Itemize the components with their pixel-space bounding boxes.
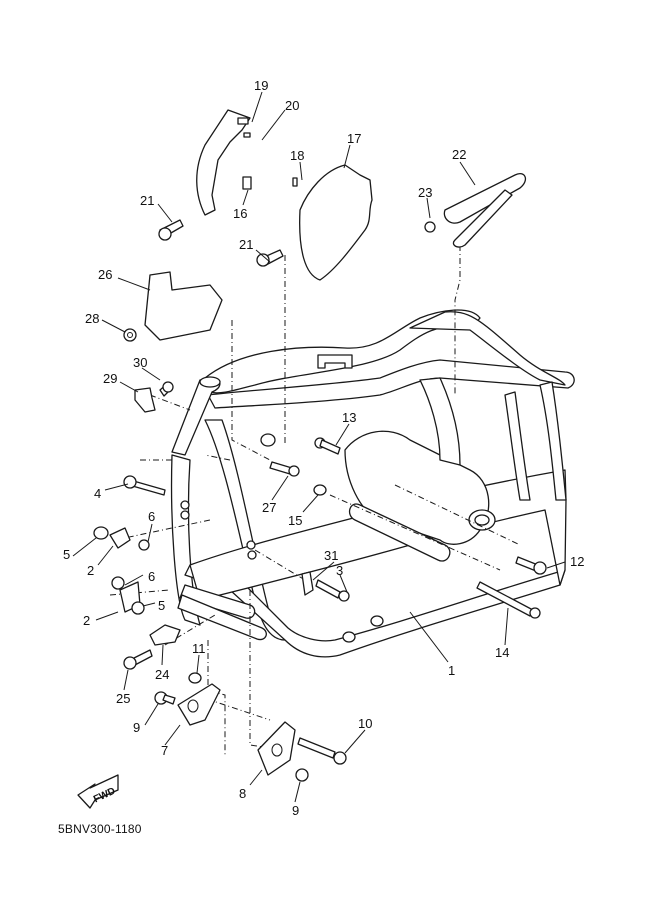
callout-12: 12 — [570, 554, 584, 569]
callout-3: 3 — [336, 563, 343, 578]
callout-27: 27 — [262, 500, 276, 515]
callout-21-lower: 21 — [239, 237, 253, 252]
callout-6-upper: 6 — [148, 509, 155, 524]
callout-labels: 19 20 17 18 16 21 21 22 23 26 28 30 29 4… — [63, 78, 584, 818]
callout-28: 28 — [85, 311, 99, 326]
callout-23: 23 — [418, 185, 432, 200]
callout-8: 8 — [239, 786, 246, 801]
callout-9-right: 9 — [292, 803, 299, 818]
forward-direction-arrow-icon: FWD — [77, 774, 119, 809]
callout-14: 14 — [495, 645, 509, 660]
callout-21-upper: 21 — [140, 193, 154, 208]
leader-lines — [72, 91, 566, 803]
callout-9-left: 9 — [133, 720, 140, 735]
callout-26: 26 — [98, 267, 112, 282]
callout-20: 20 — [285, 98, 299, 113]
callout-17: 17 — [347, 131, 361, 146]
callout-4: 4 — [94, 486, 101, 501]
drawing-code: 5BNV300-1180 — [58, 822, 142, 836]
callout-31: 31 — [324, 548, 338, 563]
callout-11: 11 — [192, 641, 206, 656]
callout-19: 19 — [254, 78, 268, 93]
callout-6-lower: 6 — [148, 569, 155, 584]
main-frame — [170, 309, 575, 658]
callout-15: 15 — [288, 513, 302, 528]
callout-16: 16 — [233, 206, 247, 221]
callout-22: 22 — [452, 147, 466, 162]
callout-2-upper: 2 — [87, 563, 94, 578]
callout-13: 13 — [342, 410, 356, 425]
callout-7: 7 — [161, 743, 168, 758]
callout-18: 18 — [290, 148, 304, 163]
callout-5-upper: 5 — [63, 547, 70, 562]
callout-30: 30 — [133, 355, 147, 370]
callout-5-lower: 5 — [158, 598, 165, 613]
callout-2-lower: 2 — [83, 613, 90, 628]
callout-24: 24 — [155, 667, 169, 682]
callout-10: 10 — [358, 716, 372, 731]
callout-1: 1 — [448, 663, 455, 678]
small-parts — [93, 109, 547, 782]
callout-29: 29 — [103, 371, 117, 386]
callout-25: 25 — [116, 691, 130, 706]
